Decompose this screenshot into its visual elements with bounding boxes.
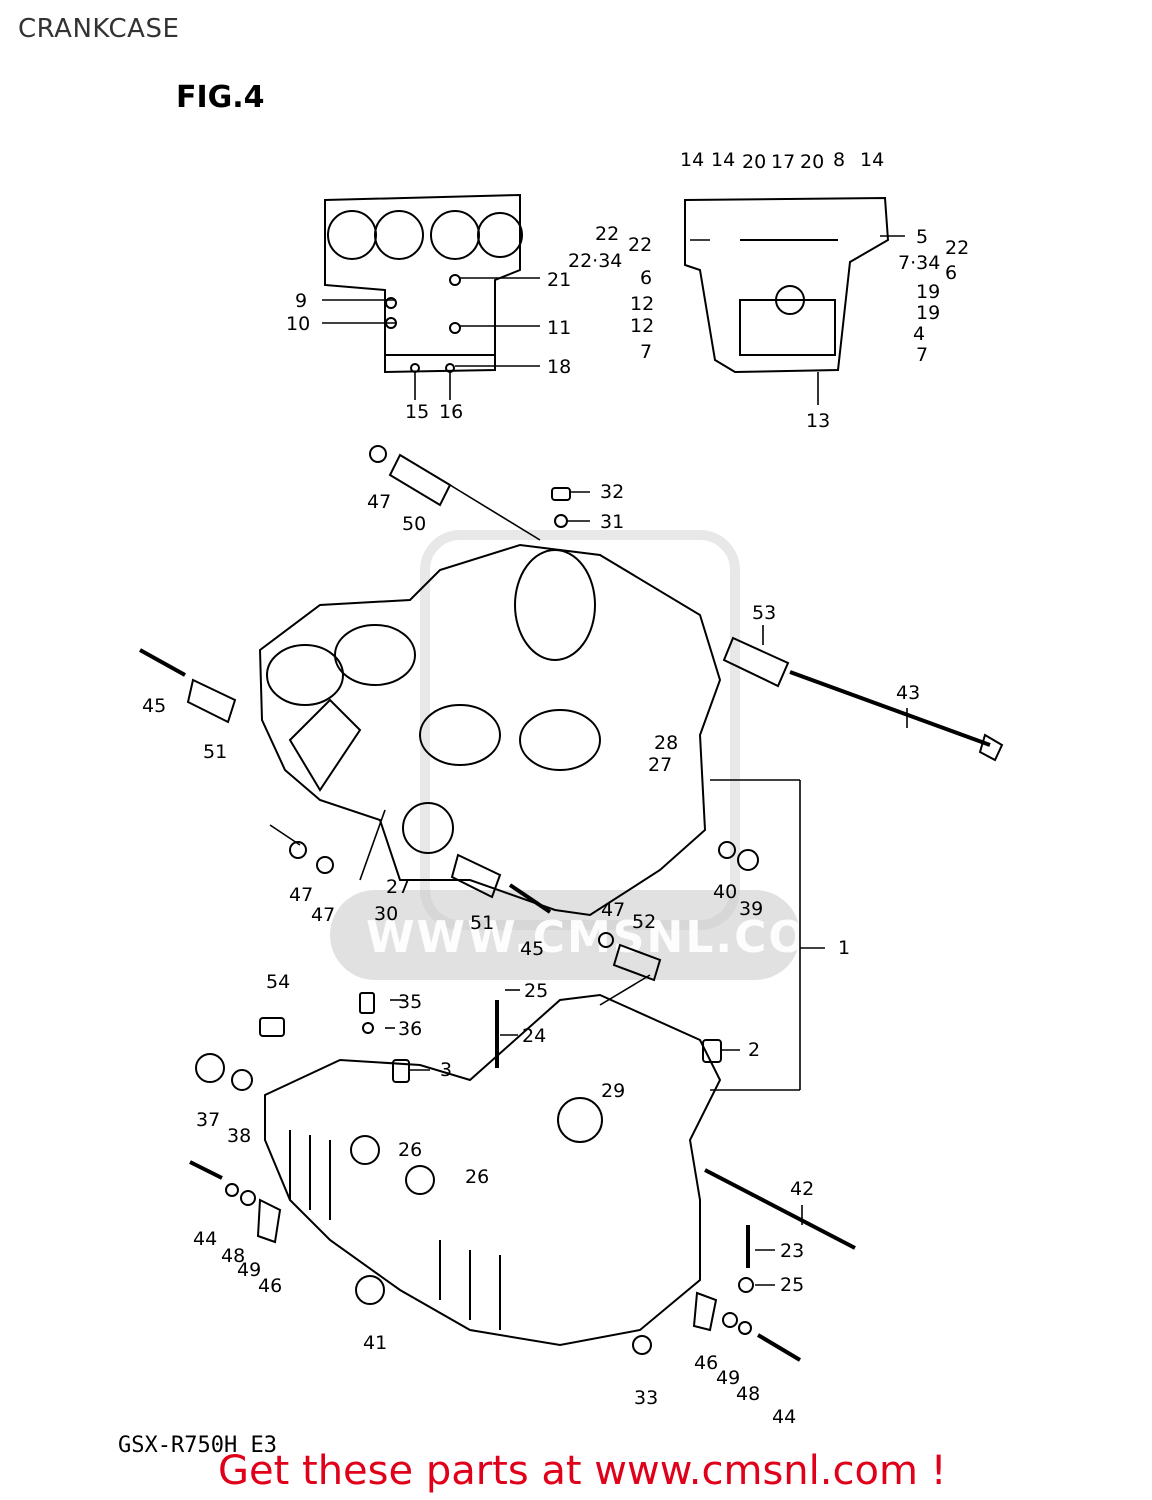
callout-19b: 19 [916,302,940,324]
callout-29: 29 [601,1080,625,1102]
callout-11: 11 [547,317,571,339]
upper-case-inset [324,193,523,374]
callout-27a: 27 [386,876,410,898]
callout-14b: 14 [711,149,735,171]
callout-10: 10 [286,313,310,335]
callout-40: 40 [713,881,737,903]
callout-12b: 12 [630,315,654,337]
callout-43: 43 [896,682,920,704]
callout-45a: 45 [142,695,166,717]
callout-22a: 22 [595,223,619,245]
callout-24: 24 [522,1025,546,1047]
callout-labels: 1 2 3 4 5 6 6 7 7 7·34 8 9 10 11 12 12 1… [142,149,969,1428]
callout-48a: 48 [221,1245,245,1267]
callout-47a: 47 [367,491,391,513]
callout-4: 4 [913,323,925,345]
callout-32: 32 [600,481,624,503]
callout-16: 16 [439,401,463,423]
callout-38: 38 [227,1125,251,1147]
diagram-artwork [139,193,1004,1362]
callout-31: 31 [600,511,624,533]
callout-44b: 44 [772,1406,796,1428]
callout-22b: 22 [628,234,652,256]
callout-49b: 49 [716,1367,740,1389]
callout-42: 42 [790,1178,814,1200]
callout-6b: 6 [945,262,957,284]
callout-50: 50 [402,513,426,535]
callout-39: 39 [739,898,763,920]
callout-35: 35 [398,991,422,1013]
callout-37: 37 [196,1109,220,1131]
callout-17: 17 [771,151,795,173]
callout-46b: 46 [694,1352,718,1374]
lower-case-inset [684,196,890,374]
upper-crankcase [258,543,722,917]
callout-33: 33 [634,1387,658,1409]
loose-parts [139,445,1004,1362]
callout-13: 13 [806,410,830,432]
callout-46a: 46 [258,1275,282,1297]
callout-45b: 45 [520,938,544,960]
callout-18: 18 [547,356,571,378]
watermark-pill [330,890,800,980]
callout-7b: 7 [916,344,928,366]
callout-54: 54 [266,971,290,993]
callout-14c: 14 [860,149,884,171]
callout-9: 9 [295,290,307,312]
callout-1: 1 [838,937,850,959]
callout-7-34: 7·34 [898,252,940,274]
callout-20b: 20 [800,151,824,173]
callout-14a: 14 [680,149,704,171]
callout-22-34: 22·34 [568,250,622,272]
callout-51b: 51 [470,912,494,934]
callout-27b: 27 [648,754,672,776]
leader-lines [269,235,908,1286]
callout-5: 5 [916,226,928,248]
callout-47b: 47 [289,884,313,906]
callout-15: 15 [405,401,429,423]
page-title: CRANKCASE [18,14,180,44]
callout-36: 36 [398,1018,422,1040]
callout-25b: 25 [780,1274,804,1296]
callout-28: 28 [654,732,678,754]
lower-crankcase [264,993,722,1347]
callout-22c: 22 [945,237,969,259]
callout-47c: 47 [311,904,335,926]
callout-48b: 48 [736,1383,760,1405]
callout-21: 21 [547,269,571,291]
callout-12a: 12 [630,293,654,315]
callout-25a: 25 [524,980,548,1002]
callout-53: 53 [752,602,776,624]
callout-19a: 19 [916,281,940,303]
callout-49a: 49 [237,1259,261,1281]
callout-2: 2 [748,1039,760,1061]
callout-3: 3 [440,1059,452,1081]
callout-7a: 7 [640,341,652,363]
callout-52: 52 [632,911,656,933]
model-code: GSX-R750H E3 [118,1433,277,1458]
callout-47d: 47 [601,899,625,921]
watermark-text: WWW.CMSNL.COM [366,912,854,963]
callout-26a: 26 [398,1139,422,1161]
callout-8: 8 [833,149,845,171]
callout-51a: 51 [203,741,227,763]
callout-26b: 26 [465,1166,489,1188]
figure-number: FIG.4 [176,80,265,115]
callout-6a: 6 [640,267,652,289]
callout-30: 30 [374,903,398,925]
callout-23: 23 [780,1240,804,1262]
callout-20a: 20 [742,151,766,173]
callout-41: 41 [363,1332,387,1354]
callout-44a: 44 [193,1228,217,1250]
parts-link-banner[interactable]: Get these parts at www.cmsnl.com ! [218,1448,947,1494]
